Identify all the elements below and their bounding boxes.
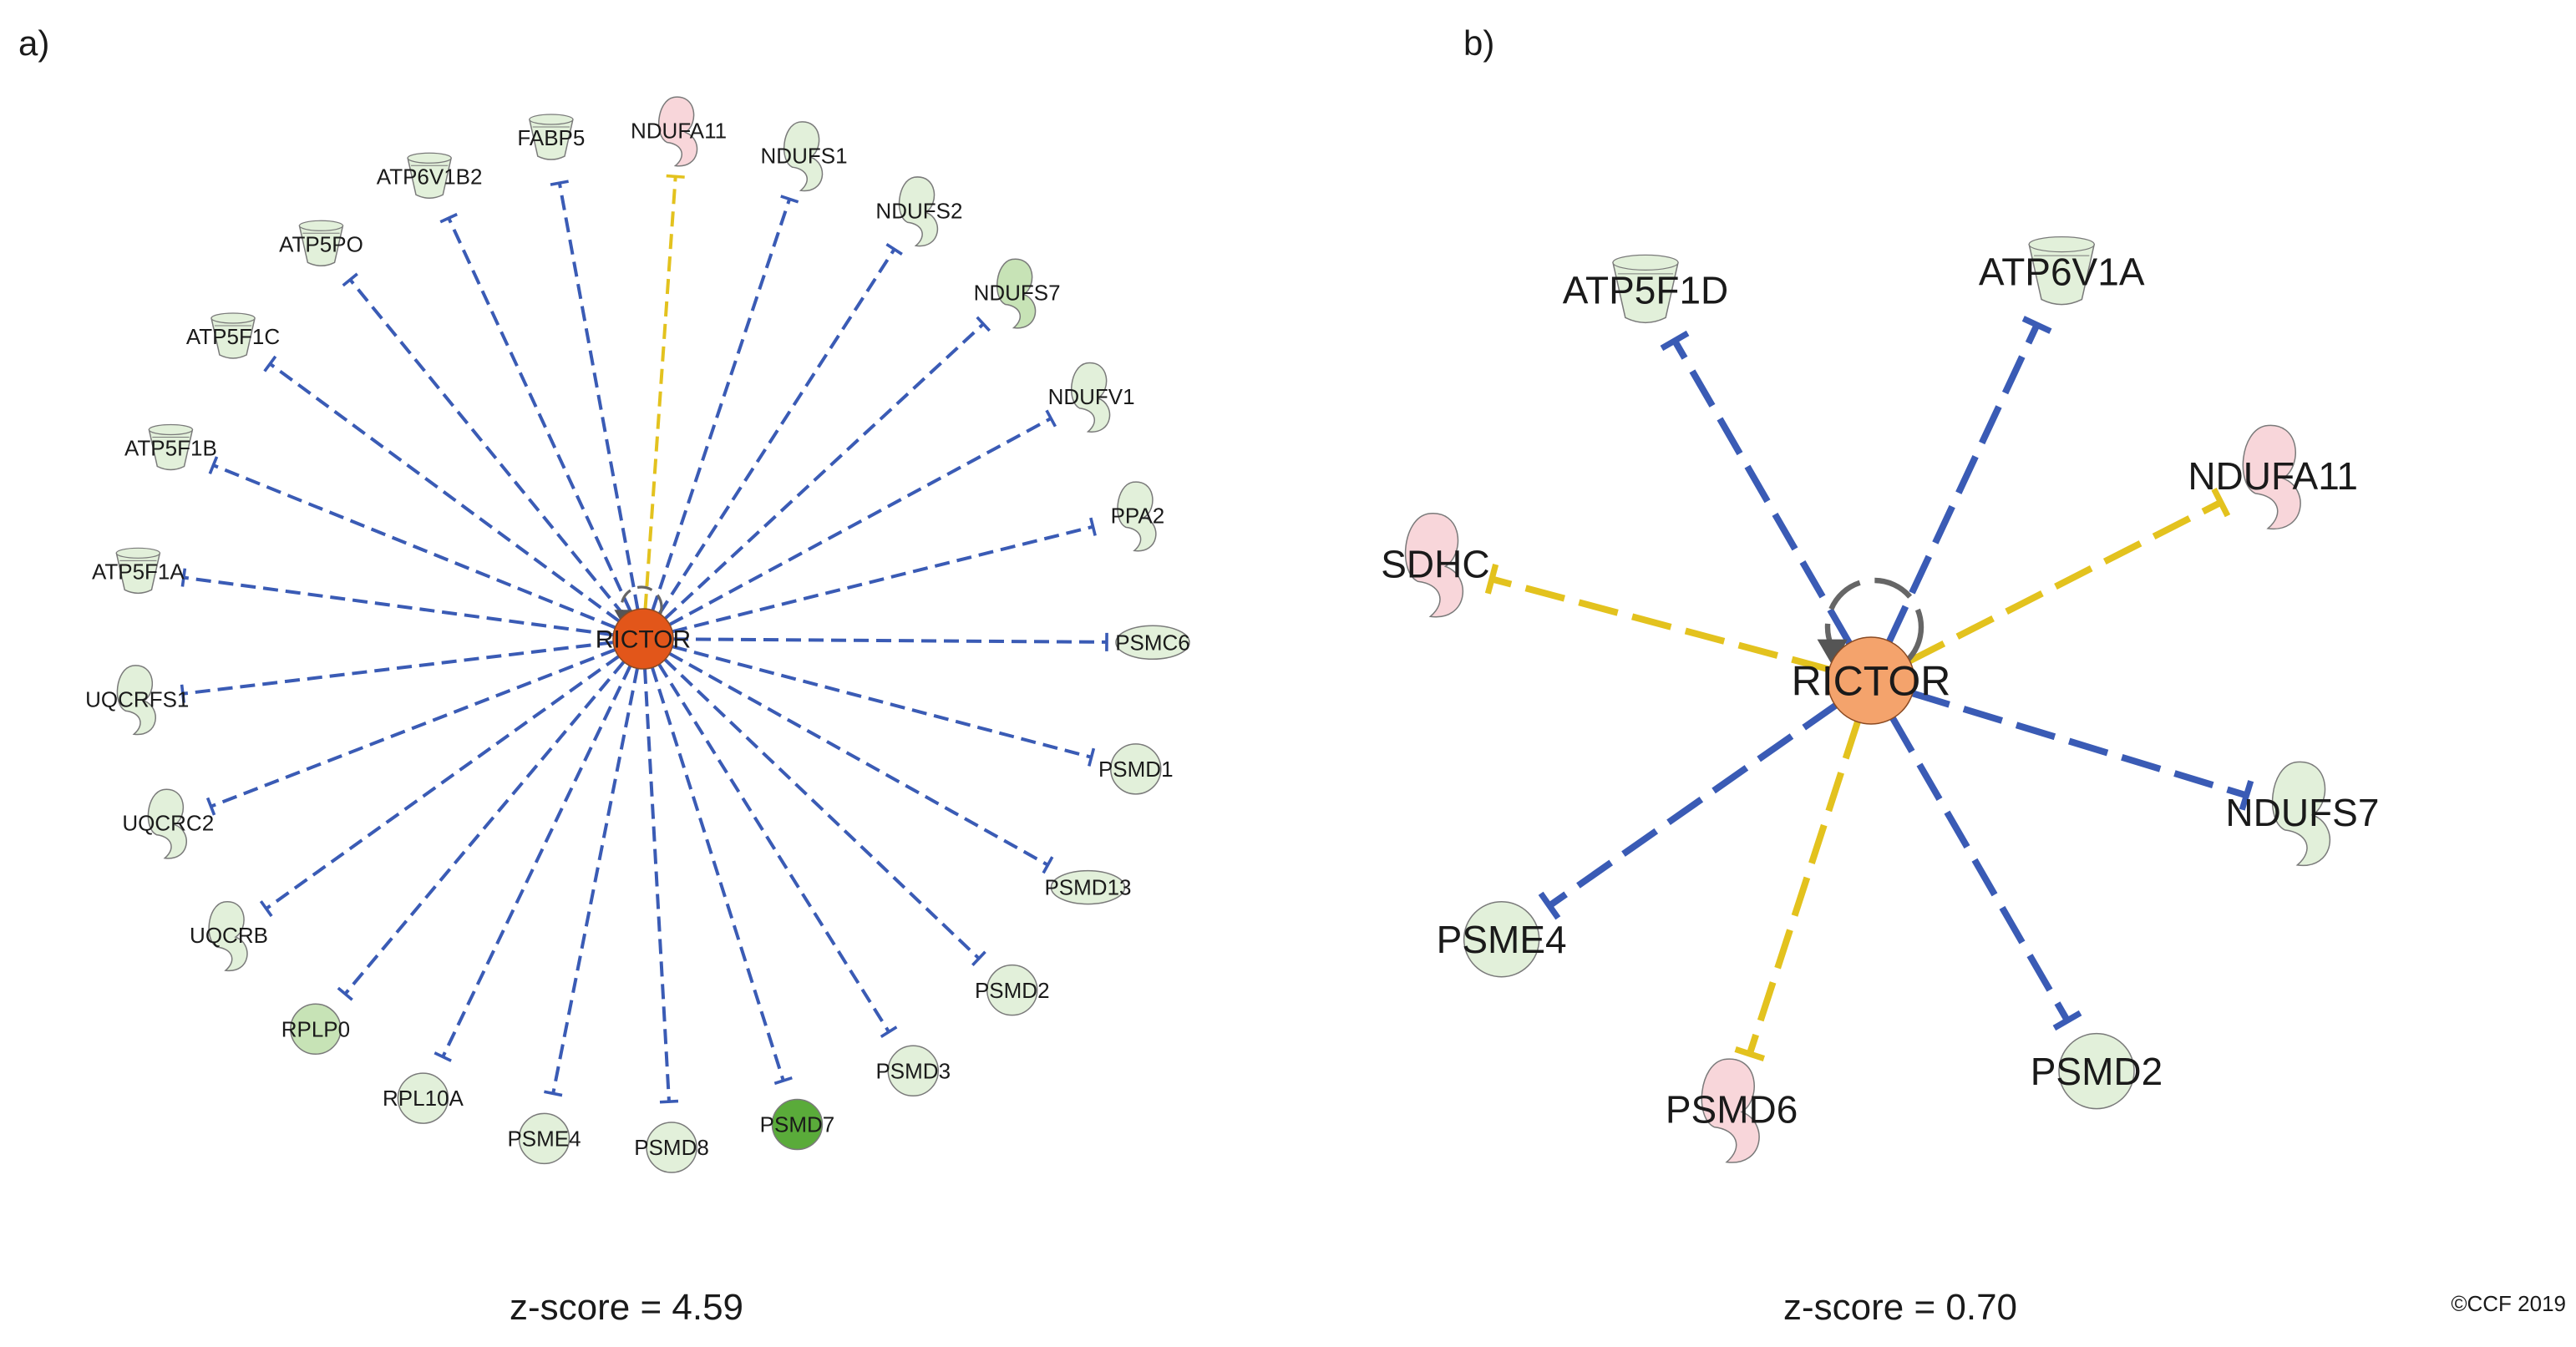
panel-b-edge-ndufs7 — [1911, 693, 2247, 796]
panel-a-node-label-rpl10a: RPL10A — [383, 1086, 464, 1111]
panel-a-node-label-psmc6: PSMC6 — [1115, 630, 1190, 655]
panel-a-node-label-psmd8: PSMD8 — [634, 1135, 709, 1160]
panel-a-node-label-psmd1: PSMD1 — [1098, 757, 1174, 782]
panel-a-node-label-ndufs2: NDUFS2 — [875, 198, 962, 223]
panel-a-edge-atp5f1c — [270, 364, 619, 621]
panel-a-edge-atp5f1b — [213, 465, 615, 627]
panel-a-edge-uqcrc2 — [211, 650, 616, 807]
panel-a-edge-rpl10a — [443, 666, 630, 1056]
panel-b-node-label-sdhc: SDHC — [1381, 542, 1489, 585]
panel-a-node-label-psmd7: PSMD7 — [760, 1112, 835, 1137]
panel-a-node-label-ndufv1: NDUFV1 — [1048, 384, 1135, 409]
panel-a-node-label-ndufa11: NDUFA11 — [631, 119, 727, 144]
panel-b-node-label-psme4: PSME4 — [1437, 918, 1567, 961]
panel-a-atp6v1b2-node-rim — [408, 153, 451, 163]
panel-a-edge-psmd1 — [672, 646, 1092, 757]
panel-a-node-label-ndufs1: NDUFS1 — [761, 143, 848, 168]
panel-a-inhibit-bar-psmd3 — [881, 1027, 897, 1037]
panel-a-node-label-psme4: PSME4 — [507, 1126, 581, 1151]
panel-b-inhibit-bar-psme4 — [1541, 894, 1559, 918]
panel-b-node-label-ndufs7: NDUFS7 — [2225, 791, 2379, 834]
panel-b-node-label-psmd6: PSMD6 — [1666, 1088, 1798, 1132]
panel-a-node-label-uqcrc2: UQCRC2 — [122, 811, 214, 836]
panel-a-inhibit-bar-ndufs2 — [886, 245, 901, 255]
panel-a-inhibit-bar-ndufs7 — [977, 317, 990, 331]
panel-b-center-label: RICTOR — [1792, 658, 1951, 705]
panel-a-node-label-atp5po: ATP5PO — [279, 231, 363, 256]
panel-a-inhibit-bar-psmd2 — [972, 952, 985, 965]
panel-b-edge-psmd6 — [1750, 721, 1858, 1054]
panel-a-edge-atp5f1a — [184, 578, 613, 636]
panel-b-edge-sdhc — [1492, 579, 1831, 670]
panel-a-edge-psmc6 — [673, 639, 1107, 642]
panel-a-atp5f1c-node-rim — [211, 313, 255, 323]
panel-a-atp5po-node-rim — [299, 220, 342, 230]
panel-a-label: a) — [18, 23, 49, 63]
panel-b-node-label-atp6v1a: ATP6V1A — [1979, 251, 2145, 294]
panel-b-label: b) — [1463, 23, 1494, 63]
panel-a-center-label: RICTOR — [596, 626, 691, 654]
panel-a-node-label-atp5f1c: ATP5F1C — [186, 324, 280, 349]
panel-a-edge-psmd7 — [652, 667, 783, 1081]
panel-a-edge-uqcrb — [266, 656, 619, 909]
panel-a-inhibit-bar-atp5f1c — [265, 357, 276, 372]
panel-a: RICTOR NDUFA11NDUFS1NDUFS2NDUFS7NDUFV1PPA… — [85, 97, 1190, 1172]
panel-a-inhibit-bar-ndufa11 — [667, 176, 685, 178]
copyright-note: ©CCF 2019 — [2451, 1291, 2566, 1316]
panel-a-edge-psmd8 — [645, 669, 669, 1101]
panel-b-edge-psme4 — [1549, 705, 1837, 906]
panel-a-node-label-uqcrfs1: UQCRFS1 — [85, 686, 189, 711]
panel-b-edge-atp5f1d — [1675, 341, 1850, 645]
panel-a-fabp5-node-rim — [530, 114, 573, 124]
panel-a-node-label-atp6v1b2: ATP6V1B2 — [377, 164, 483, 189]
panel-a-edge-ndufa11 — [646, 176, 676, 609]
panel-a-inhibit-bar-fabp5 — [550, 181, 569, 185]
panel-a-edge-psmd2 — [665, 660, 979, 959]
panel-a-node-label-ndufs7: NDUFS7 — [974, 281, 1061, 306]
panel-a-zscore: z-score = 4.59 — [510, 1287, 743, 1328]
panel-a-node-label-psmd3: PSMD3 — [875, 1058, 951, 1083]
panel-a-edge-ndufs2 — [660, 249, 895, 613]
panel-a-edge-psmd3 — [659, 665, 889, 1032]
panel-a-edge-psmd13 — [669, 654, 1047, 865]
panel-b-node-label-atp5f1d: ATP5F1D — [1563, 268, 1729, 311]
panel-a-edge-ndufs7 — [665, 324, 983, 619]
panel-b-node-label-psmd2: PSMD2 — [2031, 1050, 2163, 1093]
panel-a-inhibit-bar-atp5po — [343, 274, 357, 286]
panel-b-node-label-ndufa11: NDUFA11 — [2188, 454, 2358, 498]
panel-b-edge-psmd2 — [1892, 717, 2067, 1020]
panel-a-node-label-ppa2: PPA2 — [1111, 504, 1165, 529]
panel-a-node-label-atp5f1a: ATP5F1A — [92, 559, 185, 584]
panel-a-edge-ndufs1 — [652, 199, 789, 610]
panel-a-node-label-atp5f1b: ATP5F1B — [124, 436, 217, 461]
panel-a-inhibit-bar-rplp0 — [338, 988, 352, 1000]
panel-b-edge-ndufa11 — [1909, 503, 2221, 662]
panel-a-node-label-psmd2: PSMD2 — [975, 978, 1050, 1003]
panel-a-atp5f1a-node-rim — [116, 548, 160, 558]
panel-a-node-label-rplp0: RPLP0 — [281, 1016, 350, 1041]
panel-a-inhibit-bar-uqcrb — [261, 901, 271, 916]
panel-a-node-label-fabp5: FABP5 — [517, 125, 585, 150]
panel-a-atp5f1b-node-rim — [149, 424, 192, 434]
panel-a-edge-uqcrfs1 — [183, 642, 613, 693]
panel-a-node-label-uqcrb: UQCRB — [190, 923, 268, 948]
panel-a-inhibit-bar-psme4 — [544, 1091, 562, 1095]
panel-b-zscore: z-score = 0.70 — [1783, 1287, 2017, 1328]
panel-a-inhibit-bar-psmd8 — [660, 1101, 678, 1102]
panel-a-edge-atp5po — [350, 280, 624, 615]
panel-a-edge-atp6v1b2 — [449, 218, 631, 611]
panel-a-edge-ppa2 — [672, 527, 1093, 632]
panel-a-edge-ndufv1 — [670, 418, 1052, 625]
panel-a-node-label-psmd13: PSMD13 — [1044, 875, 1131, 900]
